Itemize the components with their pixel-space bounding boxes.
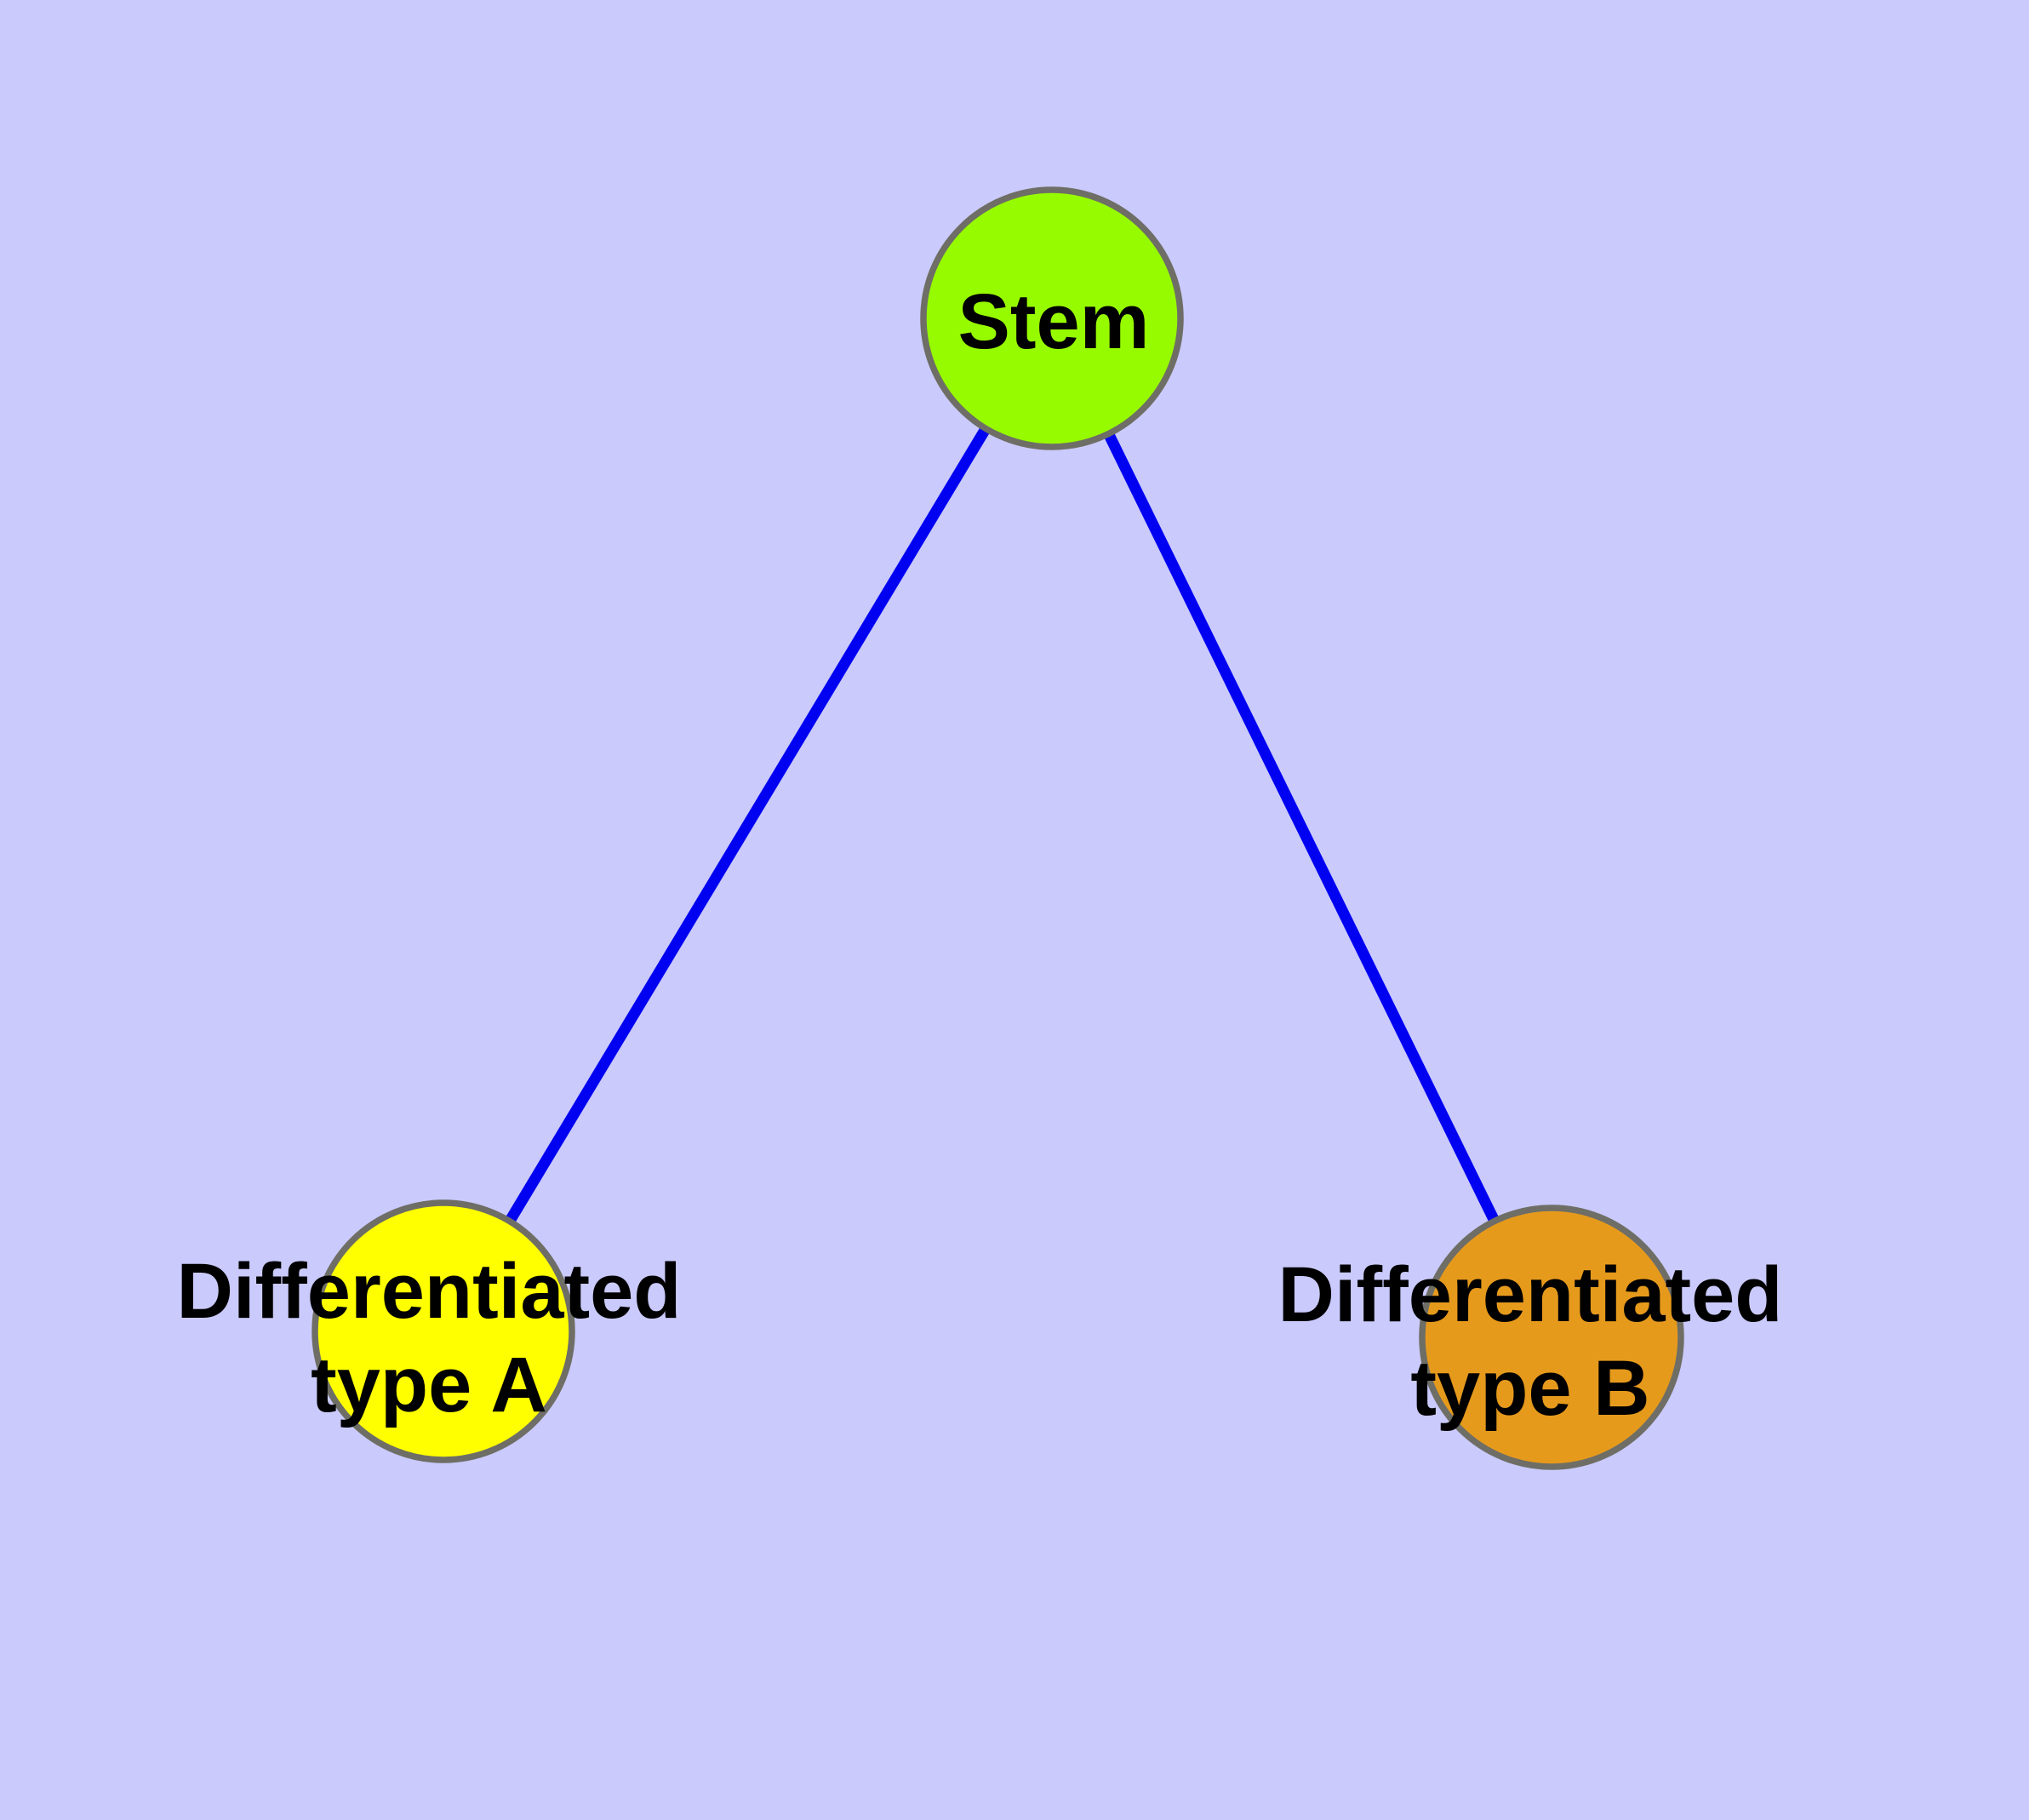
node-label-stem-line-1: Stem <box>957 278 1150 365</box>
node-label-type-b-line-1: Differentiated <box>1277 1251 1783 1338</box>
node-label-type-a-line-1: Differentiated <box>176 1248 682 1335</box>
node-label-differentiated-type-a: Differentiated type A <box>177 1245 682 1432</box>
edge-stem-to-type-b <box>1047 316 1557 1340</box>
node-label-type-b-line-2: type B <box>1410 1345 1650 1432</box>
edge-stem-to-type-a <box>438 315 1057 1335</box>
node-label-type-a-line-2: type A <box>311 1342 547 1428</box>
node-differentiated-type-b-circle <box>1419 1205 1684 1470</box>
node-differentiated-type-a-circle <box>311 1199 575 1463</box>
node-stem-circle <box>920 186 1184 450</box>
node-label-differentiated-type-b: Differentiated type B <box>1278 1248 1783 1435</box>
node-label-stem: Stem <box>958 275 1150 369</box>
